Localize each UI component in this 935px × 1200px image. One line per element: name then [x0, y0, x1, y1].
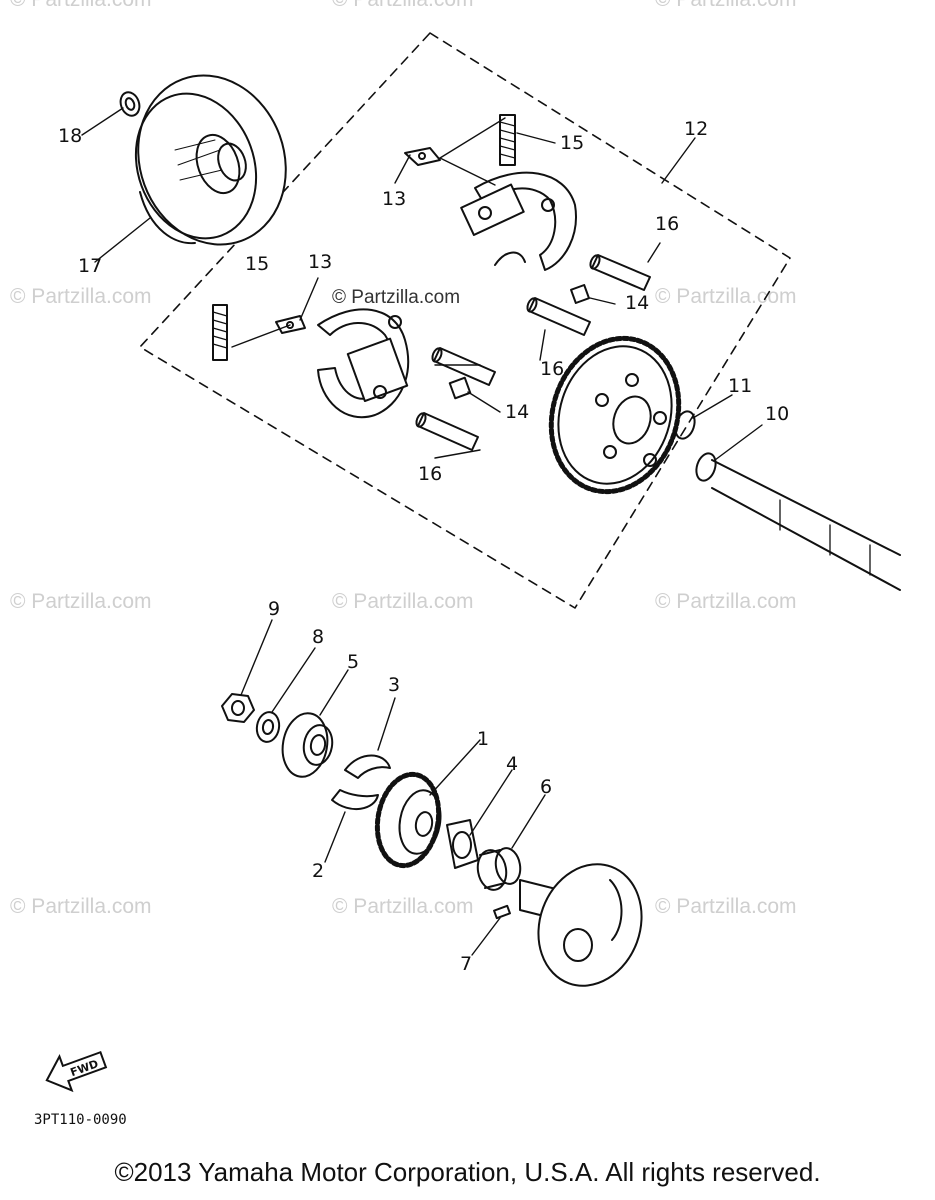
callout-5: 5 — [347, 651, 360, 673]
callout-16-middle: 16 — [540, 358, 565, 380]
leader-lines — [81, 107, 763, 956]
shoe-nut-lower — [448, 376, 472, 400]
drawing-code: 3PT110-0090 — [34, 1112, 127, 1128]
callout-6: 6 — [540, 776, 553, 798]
watermark: © Partzilla.com — [332, 895, 474, 918]
washer-10 — [695, 452, 717, 482]
key-7 — [493, 904, 511, 920]
watermark: © Partzilla.com — [332, 287, 461, 308]
callout-7: 7 — [460, 953, 473, 975]
watermark: © Partzilla.com — [655, 0, 797, 12]
collar-6 — [476, 847, 522, 891]
callout-10: 10 — [765, 403, 790, 425]
callout-4: 4 — [506, 753, 519, 775]
watermark: © Partzilla.com — [332, 0, 474, 12]
watermark: © Partzilla.com — [10, 895, 152, 918]
pin-4 — [415, 412, 479, 451]
pin-1 — [589, 254, 651, 291]
callout-15-upper: 15 — [560, 132, 585, 154]
callout-9: 9 — [268, 598, 281, 620]
pin-3 — [431, 347, 496, 386]
pin-2 — [526, 297, 591, 336]
clutch-shoe-lower — [317, 308, 410, 419]
callout-2: 2 — [312, 860, 325, 882]
shoe-nut-upper — [570, 284, 590, 304]
clutch-shoe-upper — [460, 171, 577, 271]
callout-14-lower: 14 — [505, 401, 530, 423]
primary-drive-gear — [548, 335, 682, 495]
washer-8 — [255, 711, 281, 743]
gear-1 — [374, 771, 442, 869]
callout-14-upper: 14 — [625, 292, 650, 314]
callout-17: 17 — [78, 255, 103, 277]
clutch-housing-drum — [134, 74, 287, 246]
crank-web — [519, 863, 643, 987]
clutch-spring-lower — [212, 304, 228, 361]
assembly-boundary — [139, 32, 791, 609]
watermark: © Partzilla.com — [10, 285, 152, 308]
watermark: © Partzilla.com — [655, 895, 797, 918]
clip-2 — [331, 789, 379, 811]
callout-13-lower: 13 — [308, 251, 333, 273]
clip-3 — [344, 754, 391, 779]
watermark: © Partzilla.com — [332, 590, 474, 613]
clutch-spring-upper — [499, 114, 516, 166]
plate-4 — [446, 819, 479, 869]
watermark: © Partzilla.com — [10, 590, 152, 613]
callout-11: 11 — [728, 375, 753, 397]
hub-5 — [281, 712, 334, 778]
copyright-notice: ©2013 Yamaha Motor Corporation, U.S.A. A… — [114, 1157, 821, 1187]
crankshaft — [711, 459, 901, 591]
callout-3: 3 — [388, 674, 401, 696]
callout-16-lower: 16 — [418, 463, 443, 485]
watermark: © Partzilla.com — [655, 285, 797, 308]
circlip — [119, 91, 141, 117]
callout-12: 12 — [684, 118, 709, 140]
washer-11 — [674, 410, 696, 440]
fwd-arrow-icon: FWD — [45, 1050, 108, 1093]
watermark: © Partzilla.com — [655, 590, 797, 613]
callout-15-lower: 15 — [245, 253, 270, 275]
watermark: © Partzilla.com — [10, 0, 152, 12]
callout-16-upper: 16 — [655, 213, 680, 235]
callout-18: 18 — [58, 125, 83, 147]
shoe-plate-upper — [404, 147, 441, 166]
nut-9 — [221, 693, 255, 723]
callout-13-upper: 13 — [382, 188, 407, 210]
callout-1: 1 — [477, 728, 490, 750]
callout-8: 8 — [312, 626, 325, 648]
